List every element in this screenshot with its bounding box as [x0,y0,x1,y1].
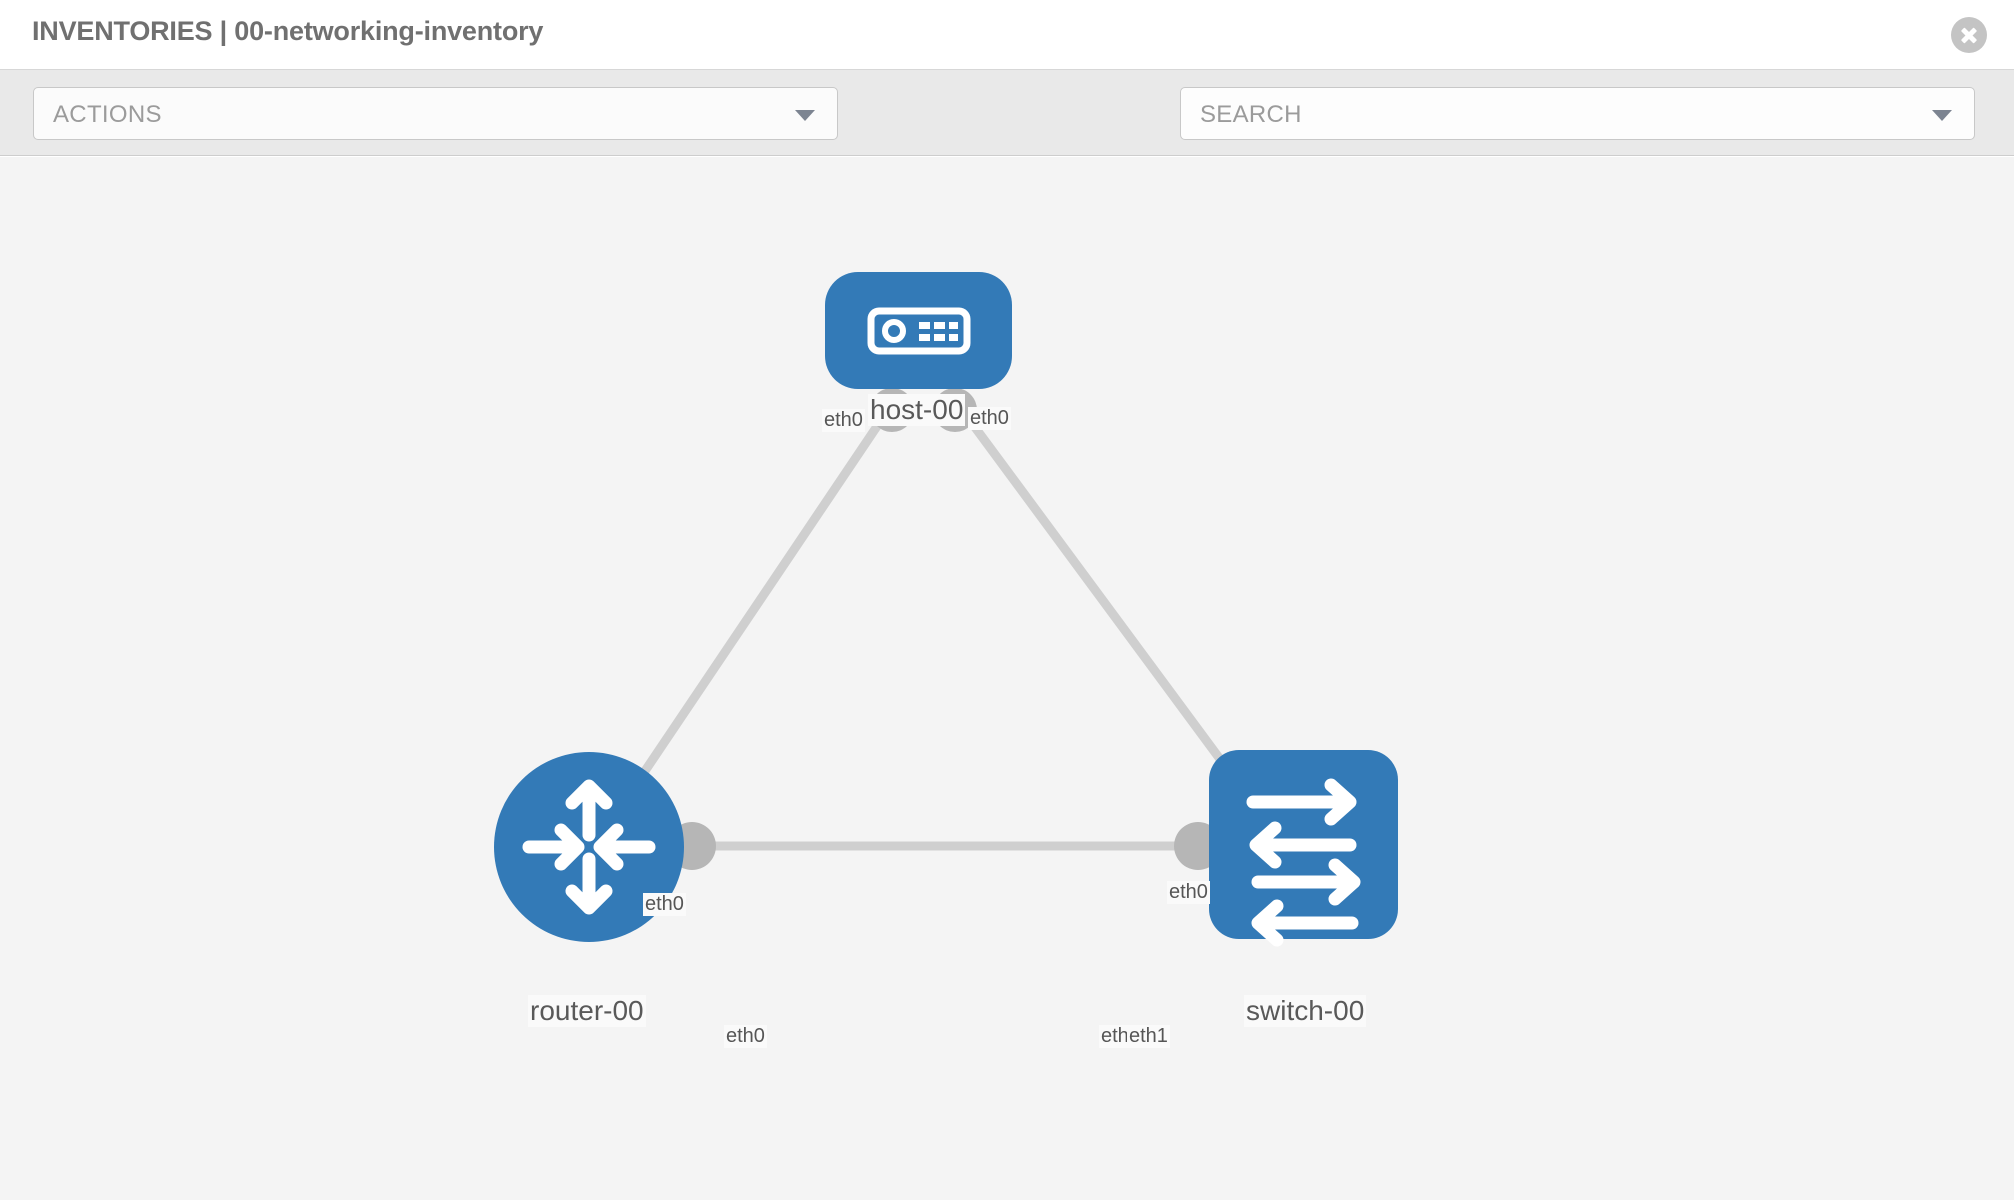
iface-label-switch-top: eth0 [1167,881,1210,904]
actions-dropdown[interactable]: ACTIONS [33,87,838,140]
page-title: INVENTORIES | 00-networking-inventory [32,16,544,46]
page-header: INVENTORIES | 00-networking-inventory [0,0,2014,70]
chevron-down-icon [795,110,815,121]
edge-host-router[interactable] [610,404,894,820]
topology-graph [494,272,1398,947]
actions-dropdown-label: ACTIONS [53,101,162,128]
search-input[interactable]: SEARCH [1180,87,1975,140]
chevron-down-icon[interactable] [1932,110,1952,121]
iface-label-router-right: eth0 [724,1025,767,1048]
iface-label-host-right: eth0 [968,407,1011,430]
node-host-00[interactable] [825,272,1012,389]
iface-label-switch-left-overlap: eth [1099,1025,1131,1048]
node-label-host-00: host-00 [868,394,966,426]
node-label-router-00: router-00 [528,995,646,1027]
close-icon[interactable] [1951,17,1987,53]
node-switch-00[interactable] [1209,750,1398,947]
iface-label-router-top: eth0 [643,893,686,916]
topology-canvas[interactable]: eth0 host-00 eth0 eth0 eth0 eth0 eth eth… [0,157,2014,1200]
node-router-00[interactable] [494,752,684,942]
search-placeholder: SEARCH [1200,101,1302,128]
node-label-switch-00: switch-00 [1244,995,1367,1027]
edge-host-switch[interactable] [956,404,1252,800]
iface-label-host-left: eth0 [822,409,865,432]
port-layer [590,388,1273,870]
toolbar: ACTIONS SEARCH [0,70,2014,203]
edge-layer [610,404,1252,851]
iface-label-switch-left: eth1 [1127,1025,1170,1048]
